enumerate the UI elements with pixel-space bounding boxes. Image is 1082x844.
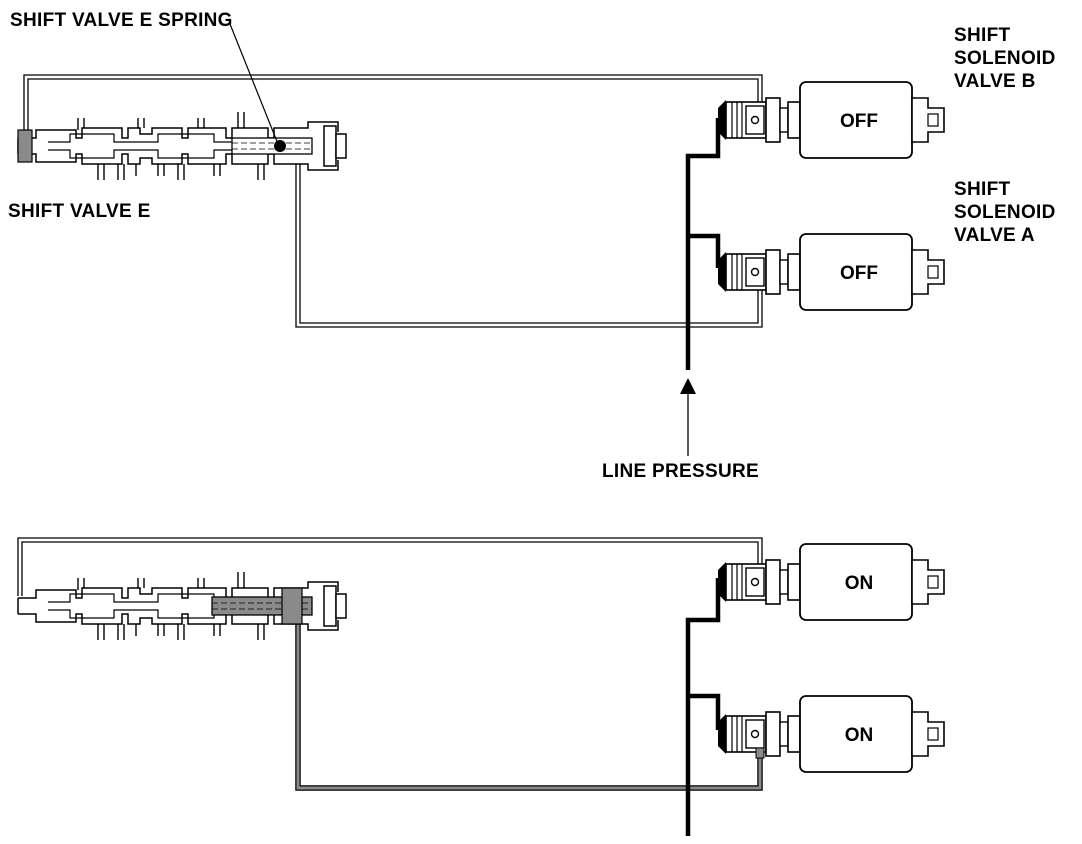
solenoid-a-label: SHIFT SOLENOID VALVE A: [954, 179, 1056, 246]
spring-leader-line: [229, 23, 279, 145]
solenoid-b-label: SHIFT SOLENOID VALVE B: [954, 25, 1056, 92]
top-shift-valve-e: [17, 111, 347, 181]
top-solenoid-a-state: OFF: [840, 263, 878, 284]
shift-valve-e-label: SHIFT VALVE E: [8, 201, 151, 222]
top-line-pressure-path: [685, 118, 721, 370]
top-signal-passage-b: [23, 74, 763, 136]
bottom-diagram: [17, 537, 945, 836]
bottom-shift-valve-e: [17, 571, 347, 641]
bottom-line-pressure-path: [685, 578, 721, 836]
top-signal-passage-a: [295, 164, 763, 328]
bottom-signal-passage-b: [17, 537, 763, 596]
top-diagram: [17, 23, 945, 456]
bottom-signal-passage-a: [295, 610, 763, 791]
bottom-solenoid-a-state: ON: [844, 725, 874, 746]
line-pressure-arrow: [680, 378, 696, 394]
bottom-solenoid-b-state: ON: [844, 573, 874, 594]
top-solenoid-b-state: OFF: [840, 111, 878, 132]
spring-ball: [274, 140, 286, 152]
line-pressure-label: LINE PRESSURE: [602, 461, 759, 482]
shift-valve-e-spring-label: SHIFT VALVE E SPRING: [10, 10, 233, 31]
